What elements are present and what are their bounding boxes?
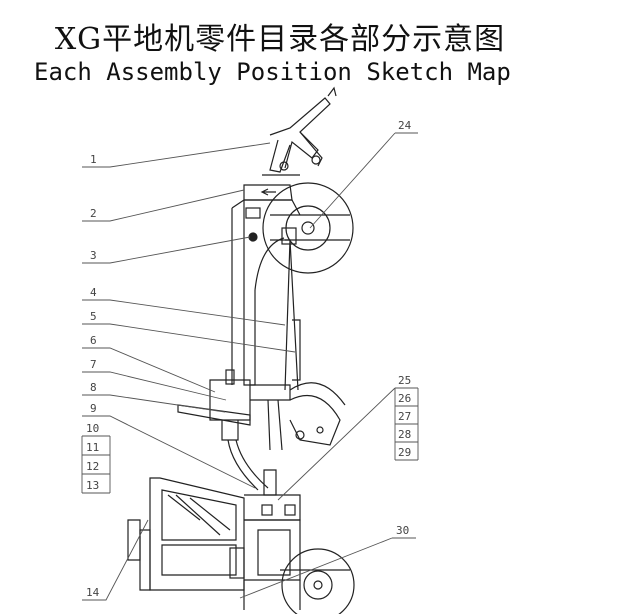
callout-14: 14 (86, 586, 100, 599)
callout-9: 9 (90, 402, 97, 415)
callout-24: 24 (398, 119, 412, 132)
rear-frame-drawing (243, 494, 301, 610)
callout-5: 5 (90, 310, 97, 323)
cab-drawing (127, 477, 245, 591)
callout-7: 7 (90, 358, 97, 371)
callout-4: 4 (90, 286, 97, 299)
front-wheel-drawing (262, 182, 354, 274)
callout-27: 27 (398, 410, 411, 423)
callout-leaders (81, 132, 419, 601)
drawbar-assembly-drawing (177, 369, 346, 496)
callout-30: 30 (396, 524, 409, 537)
callout-12: 12 (86, 460, 99, 473)
callout-6: 6 (90, 334, 97, 347)
callout-11: 11 (86, 441, 99, 454)
callout-1: 1 (90, 153, 97, 166)
callout-8: 8 (90, 381, 97, 394)
callout-2: 2 (90, 207, 97, 220)
callout-26: 26 (398, 392, 411, 405)
callout-10: 10 (86, 422, 99, 435)
rear-wheel-drawing (280, 548, 355, 614)
top-linkage-drawing (262, 86, 337, 176)
callout-25: 25 (398, 374, 411, 387)
callout-13: 13 (86, 479, 99, 492)
callout-3: 3 (90, 249, 97, 262)
page-title-chinese: XG平地机零件目录各部分示意图 (54, 22, 506, 57)
page-title-english: Each Assembly Position Sketch Map (34, 58, 511, 86)
callout-28: 28 (398, 428, 411, 441)
callout-29: 29 (398, 446, 411, 459)
